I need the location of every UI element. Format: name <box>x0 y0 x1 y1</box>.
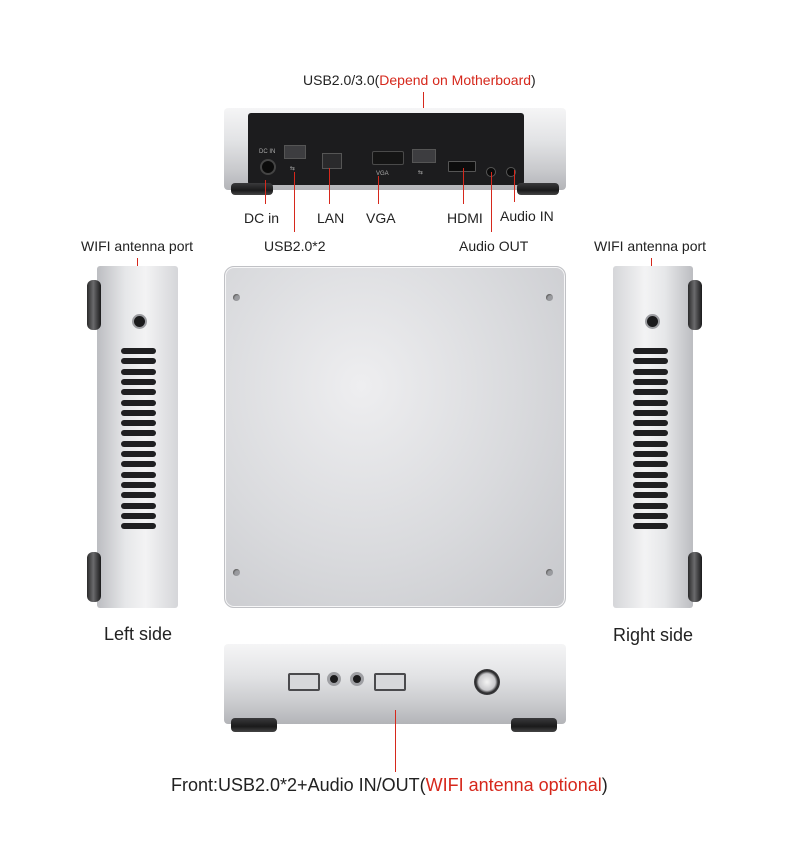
dc-in-port <box>260 159 276 175</box>
usb-top-red: Depend on Motherboard <box>379 72 532 88</box>
right-side-label: Right side <box>613 625 694 645</box>
left-side-foot-top <box>87 280 101 330</box>
right-side-foot-bottom <box>688 552 702 602</box>
vent-slot <box>633 502 668 509</box>
audio-in-label: Audio IN <box>500 208 554 224</box>
usb-top-suffix: ) <box>531 72 536 88</box>
usb-top-prefix: USB2.0/3.0( <box>303 72 380 88</box>
vent-slot <box>121 399 156 406</box>
vent-slot <box>633 471 668 478</box>
front-audio-jack-1 <box>327 672 341 686</box>
vent-slot <box>633 399 668 406</box>
vent-slot <box>633 523 668 530</box>
vent-slot <box>633 481 668 488</box>
usb2x2-label: USB2.0*2 <box>264 238 326 254</box>
front-label-suffix: ) <box>601 775 608 795</box>
vent-slot <box>121 358 156 365</box>
vga-label: VGA <box>366 210 396 226</box>
vent-slot <box>121 512 156 519</box>
vga-mark: VGA <box>376 171 389 177</box>
vent-slot <box>121 368 156 375</box>
front-foot-left <box>231 718 277 732</box>
front-label-red: WIFI antenna optional <box>425 775 602 795</box>
usb-top-label: USB2.0/3.0(Depend on Motherboard) <box>303 72 536 88</box>
dc-in-leader <box>265 180 266 204</box>
usb2x2-leader <box>294 172 295 232</box>
front-label-prefix: Front:USB2.0*2+Audio IN/OUT( <box>171 775 426 795</box>
rear-foot-right <box>517 183 559 195</box>
lan-port <box>322 153 342 169</box>
vga-port <box>372 151 404 165</box>
right-wifi-port <box>645 314 660 329</box>
top-screw-tr <box>546 294 553 301</box>
wifi-left-label: WIFI antenna port <box>81 238 194 254</box>
vent-slot <box>121 502 156 509</box>
vent-slot <box>121 471 156 478</box>
front-foot-right <box>511 718 557 732</box>
vent-slot <box>633 492 668 499</box>
vent-slot <box>121 389 156 396</box>
hdmi-label: HDMI <box>447 210 483 226</box>
vent-slot <box>121 481 156 488</box>
rear-usb3-symbol: ⇆ <box>418 170 424 176</box>
vent-slot <box>121 348 156 354</box>
rear-usb3-port <box>412 149 436 163</box>
rear-usb-symbol: ⇆ <box>290 166 296 172</box>
vent-slot <box>633 451 668 457</box>
rear-foot-left <box>231 183 273 195</box>
front-usb-port-2 <box>374 673 406 691</box>
vent-slot <box>633 409 668 416</box>
vent-slot <box>633 358 668 365</box>
lan-label: LAN <box>317 210 345 226</box>
left-wifi-port <box>132 314 147 329</box>
vent-slot <box>121 378 156 385</box>
vent-slot <box>633 461 668 468</box>
vent-slot <box>121 420 156 427</box>
top-screw-tl <box>233 294 240 301</box>
front-audio-jack-2 <box>350 672 364 686</box>
vent-slot <box>121 492 156 499</box>
vent-slot <box>633 389 668 396</box>
front-label: Front:USB2.0*2+Audio IN/OUT(WIFI antenna… <box>171 775 608 796</box>
vent-slot <box>121 461 156 468</box>
vent-slot <box>633 430 668 437</box>
front-leader <box>395 710 396 772</box>
power-button[interactable] <box>474 669 500 695</box>
vent-slot <box>633 348 668 354</box>
left-side-foot-bottom <box>87 552 101 602</box>
hdmi-port <box>448 161 476 172</box>
vent-slot <box>121 430 156 437</box>
rear-chassis: DC IN ⇆ VGA ⇆ <box>224 108 566 190</box>
vent-slot <box>633 420 668 427</box>
vent-slot <box>121 440 156 447</box>
vga-leader <box>378 176 379 204</box>
vent-slot <box>121 523 156 530</box>
hdmi-leader <box>463 168 464 204</box>
vent-slot <box>121 409 156 416</box>
vent-slot <box>633 368 668 375</box>
vent-slot <box>633 512 668 519</box>
audio-out-label: Audio OUT <box>459 238 529 254</box>
lan-leader <box>329 168 330 204</box>
vent-slot <box>121 451 156 457</box>
vent-slot <box>633 378 668 385</box>
audio-in-leader <box>514 170 515 202</box>
wifi-right-label: WIFI antenna port <box>594 238 707 254</box>
vent-slot <box>633 440 668 447</box>
left-side-label: Left side <box>104 624 173 644</box>
right-side-foot-top <box>688 280 702 330</box>
top-face <box>224 266 566 608</box>
dc-in-label: DC in <box>244 210 280 226</box>
audio-out-leader <box>491 172 492 232</box>
rear-usb-port <box>284 145 306 159</box>
rear-io-panel: DC IN ⇆ VGA ⇆ <box>248 113 524 185</box>
front-usb-port-1 <box>288 673 320 691</box>
top-screw-br <box>546 569 553 576</box>
audio-in-jack <box>506 167 516 177</box>
dc-in-mark: DC IN <box>259 149 276 155</box>
top-screw-bl <box>233 569 240 576</box>
